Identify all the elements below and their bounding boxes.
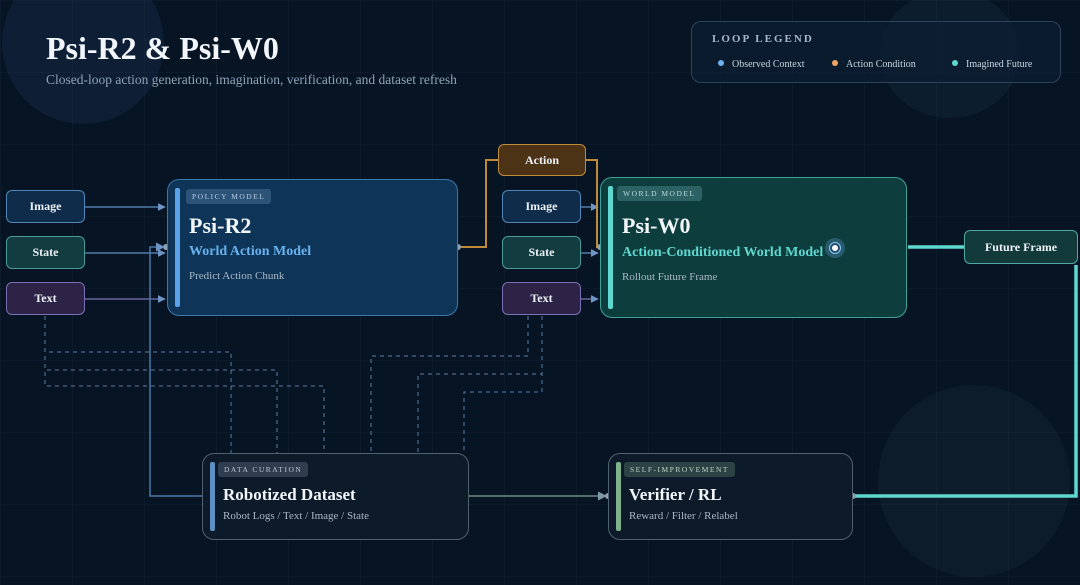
legend-item-imagined-future: Imagined Future [952,59,1032,70]
background-glow [878,385,1070,577]
future-frame-node[interactable]: Future Frame [964,230,1078,264]
psi-r2-card[interactable]: POLICY MODEL Psi-R2 World Action Model P… [167,179,458,316]
legend-label: Imagined Future [966,59,1033,70]
legend-title: LOOP LEGEND [712,33,814,45]
loop-legend: LOOP LEGEND Observed Context Action Cond… [691,21,1061,83]
card-title: Psi-R2 [189,213,252,238]
card-description: Robot Logs / Text / Image / State [223,510,369,522]
psir2-to-action-connector [458,159,498,248]
robotized-dataset-card[interactable]: DATA CURATION Robotized Dataset Robot Lo… [202,453,469,540]
card-accent-bar [175,188,180,307]
card-tag: WORLD MODEL [617,186,702,201]
action-node[interactable]: Action [498,144,586,176]
legend-dot-icon [952,60,958,66]
left-curation-dashes [44,316,325,453]
page-subtitle: Closed-loop action generation, imaginati… [46,72,457,87]
card-description: Rollout Future Frame [622,271,718,283]
background-glow [2,0,164,124]
card-title: Verifier / RL [629,485,722,504]
card-tag: DATA CURATION [218,462,309,477]
card-accent-bar [616,462,621,531]
input-image-right[interactable]: Image [502,190,581,223]
dataset-to-psir2-connector [149,242,202,497]
card-title: Robotized Dataset [223,485,356,504]
right-curation-dashes [370,316,543,453]
psi-w0-card[interactable]: WORLD MODEL Psi-W0 Action-Conditioned Wo… [600,177,907,318]
card-accent-bar [210,462,215,531]
card-accent-bar [608,186,613,309]
card-description: Reward / Filter / Relabel [629,510,738,522]
legend-item-observed-context: Observed Context [718,59,805,70]
action-to-psiw0-connector [586,159,600,248]
card-description: Predict Action Chunk [189,270,285,282]
card-subtitle: World Action Model [189,244,312,259]
input-text-left[interactable]: Text [6,282,85,315]
legend-dot-icon [832,60,838,66]
cursor-indicator-icon [825,238,845,258]
input-text-right[interactable]: Text [502,282,581,315]
legend-label: Observed Context [732,59,805,70]
input-state-right[interactable]: State [502,236,581,269]
card-subtitle: Action-Conditioned World Model [622,245,824,260]
legend-dot-icon [718,60,724,66]
page-title: Psi-R2 & Psi-W0 [46,30,279,66]
legend-item-action-condition: Action Condition [832,59,916,70]
input-state-left[interactable]: State [6,236,85,269]
card-tag: POLICY MODEL [186,189,272,204]
input-image-left[interactable]: Image [6,190,85,223]
card-tag: SELF-IMPROVEMENT [624,462,736,477]
card-title: Psi-W0 [622,213,691,238]
verifier-rl-card[interactable]: SELF-IMPROVEMENT Verifier / RL Reward / … [608,453,853,540]
future-to-verifier-connector [853,265,1078,498]
legend-label: Action Condition [846,59,916,70]
